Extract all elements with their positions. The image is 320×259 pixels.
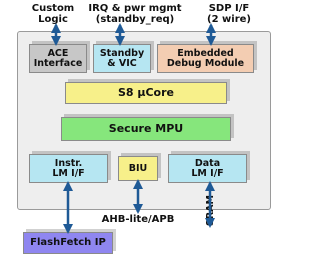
connection-arrows	[51, 23, 216, 234]
architecture-diagram: Custom Logic IRQ & pwr mgmt (standby_req…	[17, 3, 271, 254]
ace-interface-label: ACE Interface	[33, 47, 83, 69]
instr-lm-if-block: Instr. LM I/F	[29, 154, 108, 183]
data-lm-if-label: Data LM I/F	[191, 157, 224, 179]
s8-ucore-label: S8 µCore	[117, 86, 174, 99]
secure-mpu-block: Secure MPU	[61, 117, 231, 141]
debug-module-label: Embedded Debug Module	[166, 47, 245, 69]
label-custom-logic: Custom Logic	[31, 3, 75, 25]
instr-lm-if-label: Instr. LM I/F	[52, 157, 85, 179]
flashfetch-ip-label: FlashFetch IP	[30, 237, 106, 248]
label-ahb-lite-apb: AHB-lite/APB	[101, 214, 175, 225]
biu-block: BIU	[118, 156, 158, 181]
debug-module-block: Embedded Debug Module	[157, 44, 254, 73]
s8-ucore-block: S8 µCore	[65, 82, 227, 104]
data-lm-if-block: Data LM I/F	[168, 154, 247, 183]
biu-label: BIU	[128, 162, 148, 174]
label-irq-pwr-mgmt: IRQ & pwr mgmt (standby_req)	[88, 3, 182, 25]
standby-vic-block: Standby & VIC	[93, 44, 151, 73]
secure-mpu-label: Secure MPU	[108, 122, 184, 135]
standby-vic-label: Standby & VIC	[99, 47, 145, 69]
label-sdp-if: SDP I/F (2 wire)	[207, 3, 251, 25]
